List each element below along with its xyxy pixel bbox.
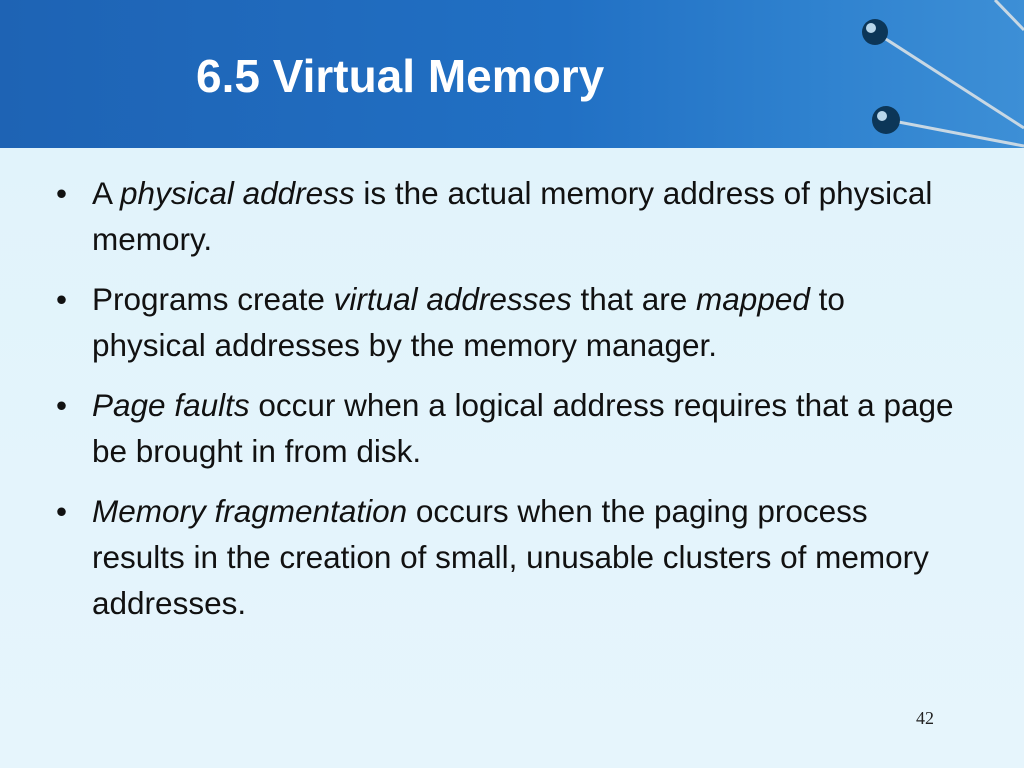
bullet-emphasis: physical address [120,175,355,211]
page-number: 42 [916,708,934,728]
bullet-text: is the actual memory address of physical… [92,175,933,257]
bullet-dot-icon: • [56,281,68,317]
bullet-emphasis: mapped [696,281,810,317]
bullet-emphasis: Memory fragmentation [92,493,408,529]
bullet-text: to physical addresses by the memory mana… [92,281,845,363]
slide-content: • A physical address is the actual memory… [0,148,1024,768]
bullet-item: • A physical address is the actual memory… [56,170,956,262]
bullet-dot-icon: • [56,493,68,529]
bullet-item: • Programs create virtual addresses that … [56,276,956,368]
slide-title: 6.5 Virtual Memory [196,50,605,102]
slide-header: 6.5 Virtual Memory [0,0,1024,148]
bullet-dot-icon: • [56,387,68,423]
bullet-dot-icon: • [56,175,68,211]
bullet-item: • Memory fragmentation occurs when the pa… [56,488,956,626]
bullet-emphasis: Page faults [92,387,250,423]
bullet-text: occur when a logical address requires th… [92,387,954,469]
bullet-item: • Page faults occur when a logical addres… [56,382,956,474]
bullet-text: Programs create [92,281,334,317]
bullet-list: • A physical address is the actual memory… [56,170,956,640]
bullet-emphasis: virtual addresses [333,281,572,317]
pushpin-decoration-icon [862,0,1024,148]
bullet-text: occurs when the paging process results i… [92,493,929,621]
bullet-text: that are [571,281,697,317]
bullet-text: A [92,175,121,211]
